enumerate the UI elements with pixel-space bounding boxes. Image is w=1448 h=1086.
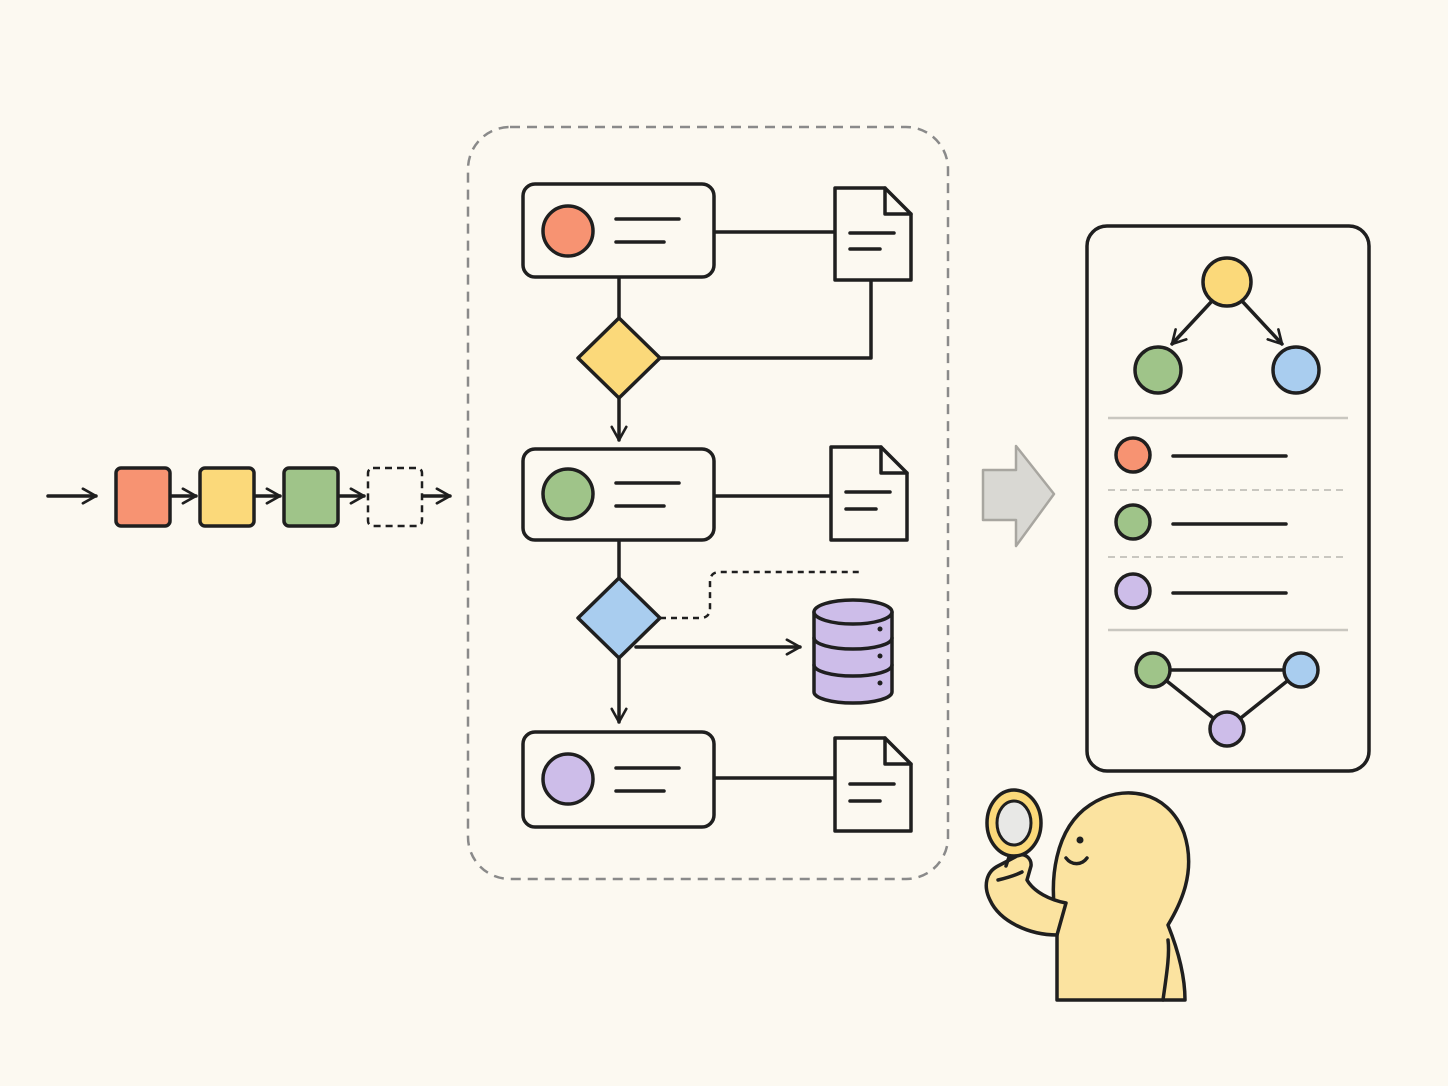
graph-node (1208, 710, 1246, 748)
step-circle (541, 467, 595, 521)
input-sequence (46, 466, 452, 528)
character-body (1051, 791, 1191, 1002)
step-circle (541, 752, 595, 806)
process-container (466, 125, 950, 881)
tree-node-root (1201, 256, 1253, 308)
tree-graph (1133, 256, 1321, 395)
sequence-block-empty (366, 466, 424, 528)
flow-step-2 (521, 447, 716, 542)
flow-connectors (610, 230, 873, 780)
character-eye (1076, 836, 1084, 844)
tree-node-right (1271, 345, 1321, 395)
step-circle (541, 204, 595, 258)
sequence-block-orange (114, 466, 172, 528)
graph-node (1134, 651, 1172, 689)
graph-node (1282, 651, 1320, 689)
decision-2 (576, 576, 662, 660)
list-item-dot (1114, 503, 1152, 541)
flow-step-3 (521, 730, 716, 829)
result-list (1108, 436, 1348, 610)
decision-1 (576, 316, 662, 400)
sequence-block-yellow (198, 466, 256, 528)
sequence-block-green (282, 466, 340, 528)
result-card (1085, 224, 1371, 773)
document-icon (833, 736, 913, 833)
network-graph (1134, 651, 1320, 748)
result-panel (1085, 224, 1371, 773)
transform-arrow-icon (981, 444, 1056, 548)
list-item-dot (1114, 572, 1152, 610)
magnifier-lens (995, 799, 1033, 847)
document-icon (833, 186, 913, 282)
list-item-dot (1114, 436, 1152, 474)
database-icon (812, 598, 894, 705)
dashed-branch (660, 570, 860, 620)
person-with-magnifier-icon (984, 788, 1191, 1002)
document-icon (829, 445, 909, 542)
connector-line (658, 278, 873, 360)
character-smile (1064, 856, 1089, 866)
flow-step-1 (521, 182, 716, 279)
tree-node-left (1133, 345, 1183, 395)
